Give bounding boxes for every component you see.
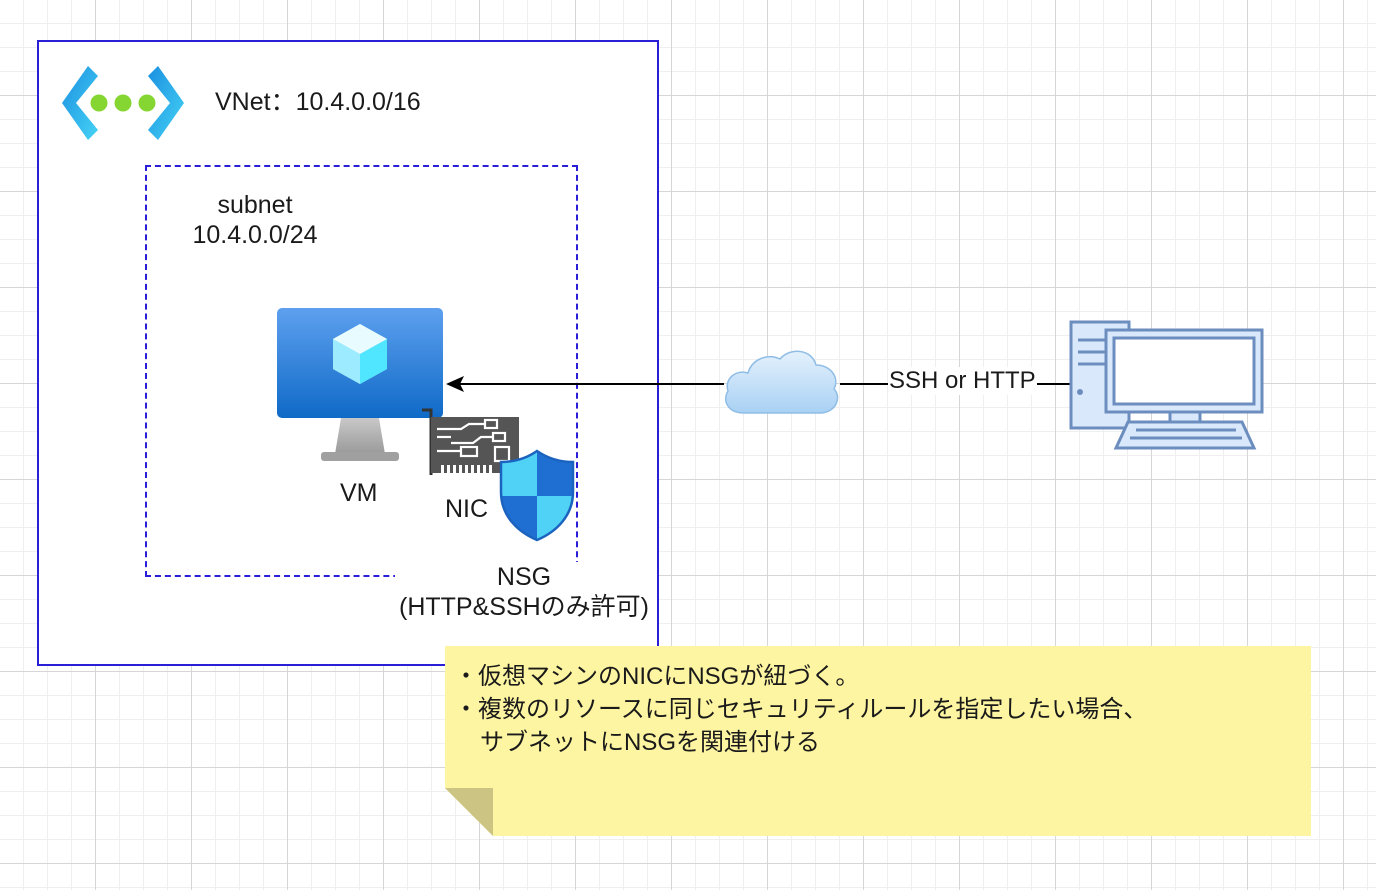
desktop-computer-icon [1069,320,1264,450]
azure-virtual-machine-icon [277,308,443,461]
subnet-boundary [145,165,578,577]
subnet-label: subnet 10.4.0.0/24 [180,190,330,250]
vnet-label: VNet：10.4.0.0/16 [215,88,421,116]
connection-protocol-label: SSH or HTTP [888,367,1037,395]
nsg-name: NSG [496,563,552,591]
subnet-cidr: 10.4.0.0/24 [192,221,318,249]
note-line-2: ・複数のリソースに同じセキュリティルールを指定したい場合、 [454,695,1148,723]
vm-label: VM [340,479,378,507]
network-security-group-shield-icon [499,449,575,542]
azure-virtual-network-icon [62,66,184,140]
note-line-3: サブネットにNSGを関連付ける [480,728,821,756]
note-text: ・仮想マシンのNICにNSGが紐づく。 ・複数のリソースに同じセキュリティルール… [454,661,1147,760]
network-interface-card-icon [422,408,519,475]
nsg-rule: (HTTP&SSHのみ許可) [399,593,650,621]
note-line-1: ・仮想マシンのNICにNSGが紐づく。 [454,663,860,690]
cloud-icon [724,350,839,414]
nic-label: NIC [445,495,489,523]
subnet-name: subnet [217,191,293,219]
nsg-label: NSG (HTTP&SSHのみ許可) [395,562,654,622]
note-folded-corner-icon [445,788,493,836]
traffic-arrow [446,376,724,392]
sticky-note [445,646,1311,836]
